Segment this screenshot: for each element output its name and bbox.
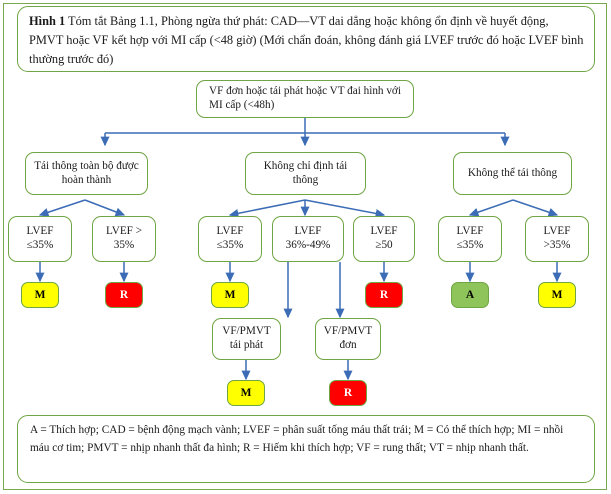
- node-root[interactable]: VF đơn hoặc tái phát hoặc VT đai hình vớ…: [196, 80, 414, 118]
- node-lvef-7[interactable]: LVEF >35%: [525, 216, 589, 262]
- node-lvef-7-line2: >35%: [543, 239, 571, 251]
- node-lvef-3-line1: LVEF: [216, 225, 244, 238]
- node-lvef-6[interactable]: LVEF ≤35%: [438, 216, 502, 262]
- figure-legend-text: A = Thích hợp; CAD = bệnh động mạch vành…: [30, 424, 564, 454]
- node-lvef-5-label: LVEF ≥50: [359, 225, 409, 252]
- figure-caption: Hình 1 Tóm tắt Bảng 1.1, Phòng ngừa thứ …: [17, 6, 595, 72]
- node-branch-mid-label: Không chỉ định tái thông: [263, 159, 348, 186]
- node-lvef-7-line1: LVEF: [543, 225, 571, 238]
- figure-caption-body: Tóm tắt Bảng 1.1, Phòng ngừa thứ phát: C…: [29, 14, 584, 66]
- node-vfpmvt-single[interactable]: VF/PMVT đơn: [315, 318, 381, 360]
- node-vfpmvt-single-label: VF/PMVT đơn: [323, 325, 373, 351]
- terminal-5-a[interactable]: A: [451, 282, 489, 308]
- terminal-1-label: M: [34, 289, 46, 301]
- figure-legend: A = Thích hợp; CAD = bệnh động mạch vành…: [17, 415, 595, 483]
- terminal-3-label: M: [224, 289, 236, 301]
- node-lvef-1-label: LVEF ≤35%: [14, 225, 66, 252]
- node-lvef-5-line2: ≥50: [375, 239, 393, 251]
- node-vfpmvt-recurrent[interactable]: VF/PMVT tái phát: [212, 318, 281, 360]
- terminal-6-label: M: [551, 289, 563, 301]
- node-lvef-4-line2: 36%-49%: [285, 239, 331, 251]
- node-lvef-3[interactable]: LVEF ≤35%: [198, 216, 262, 262]
- node-lvef-1-line2: ≤35%: [26, 239, 54, 251]
- node-lvef-4-label: LVEF 36%-49%: [278, 225, 338, 252]
- node-vfpmvt-recurrent-label: VF/PMVT tái phát: [222, 325, 271, 351]
- node-lvef-5[interactable]: LVEF ≥50: [353, 216, 415, 262]
- node-lvef-2[interactable]: LVEF > 35%: [92, 216, 156, 262]
- terminal-8-label: R: [343, 387, 353, 399]
- terminal-6-m[interactable]: M: [538, 282, 576, 308]
- figure-outer-border: [3, 3, 607, 490]
- terminal-7-label: M: [240, 387, 252, 399]
- terminal-2-label: R: [119, 289, 129, 301]
- node-lvef-2-label: LVEF > 35%: [98, 225, 150, 252]
- terminal-7-m[interactable]: M: [227, 380, 265, 406]
- node-lvef-5-line1: LVEF: [370, 225, 398, 238]
- node-lvef-3-line2: ≤35%: [216, 239, 244, 251]
- node-lvef-4-line1: LVEF: [294, 225, 322, 238]
- terminal-1-m[interactable]: M: [21, 282, 59, 308]
- node-branch-left-label: Tái thông toàn bộ được hoàn thành: [34, 159, 139, 186]
- figure-caption-label: Hình 1: [29, 14, 66, 28]
- node-lvef-2-line2: 35%: [113, 239, 135, 251]
- node-root-label: VF đơn hoặc tái phát hoặc VT đai hình vớ…: [209, 85, 401, 111]
- node-lvef-1-line1: LVEF: [26, 225, 54, 238]
- terminal-4-label: R: [379, 289, 389, 301]
- terminal-2-r[interactable]: R: [105, 282, 143, 308]
- node-lvef-3-label: LVEF ≤35%: [204, 225, 256, 252]
- node-branch-revascularization-complete[interactable]: Tái thông toàn bộ được hoàn thành: [25, 152, 148, 195]
- terminal-3-m[interactable]: M: [211, 282, 249, 308]
- node-branch-no-revascularization-indicated[interactable]: Không chỉ định tái thông: [245, 152, 366, 195]
- node-lvef-6-line1: LVEF: [456, 225, 484, 238]
- terminal-5-label: A: [465, 289, 475, 301]
- node-lvef-1[interactable]: LVEF ≤35%: [8, 216, 72, 262]
- node-lvef-2-line1: LVEF >: [105, 225, 143, 238]
- node-lvef-6-line2: ≤35%: [456, 239, 484, 251]
- node-lvef-4[interactable]: LVEF 36%-49%: [272, 216, 344, 262]
- node-branch-revascularization-not-possible[interactable]: Không thể tái thông: [453, 152, 572, 195]
- terminal-4-r[interactable]: R: [365, 282, 403, 308]
- node-branch-right-label: Không thể tái thông: [467, 166, 558, 179]
- terminal-8-r[interactable]: R: [329, 380, 367, 406]
- node-lvef-7-label: LVEF >35%: [531, 225, 583, 252]
- node-lvef-6-label: LVEF ≤35%: [444, 225, 496, 252]
